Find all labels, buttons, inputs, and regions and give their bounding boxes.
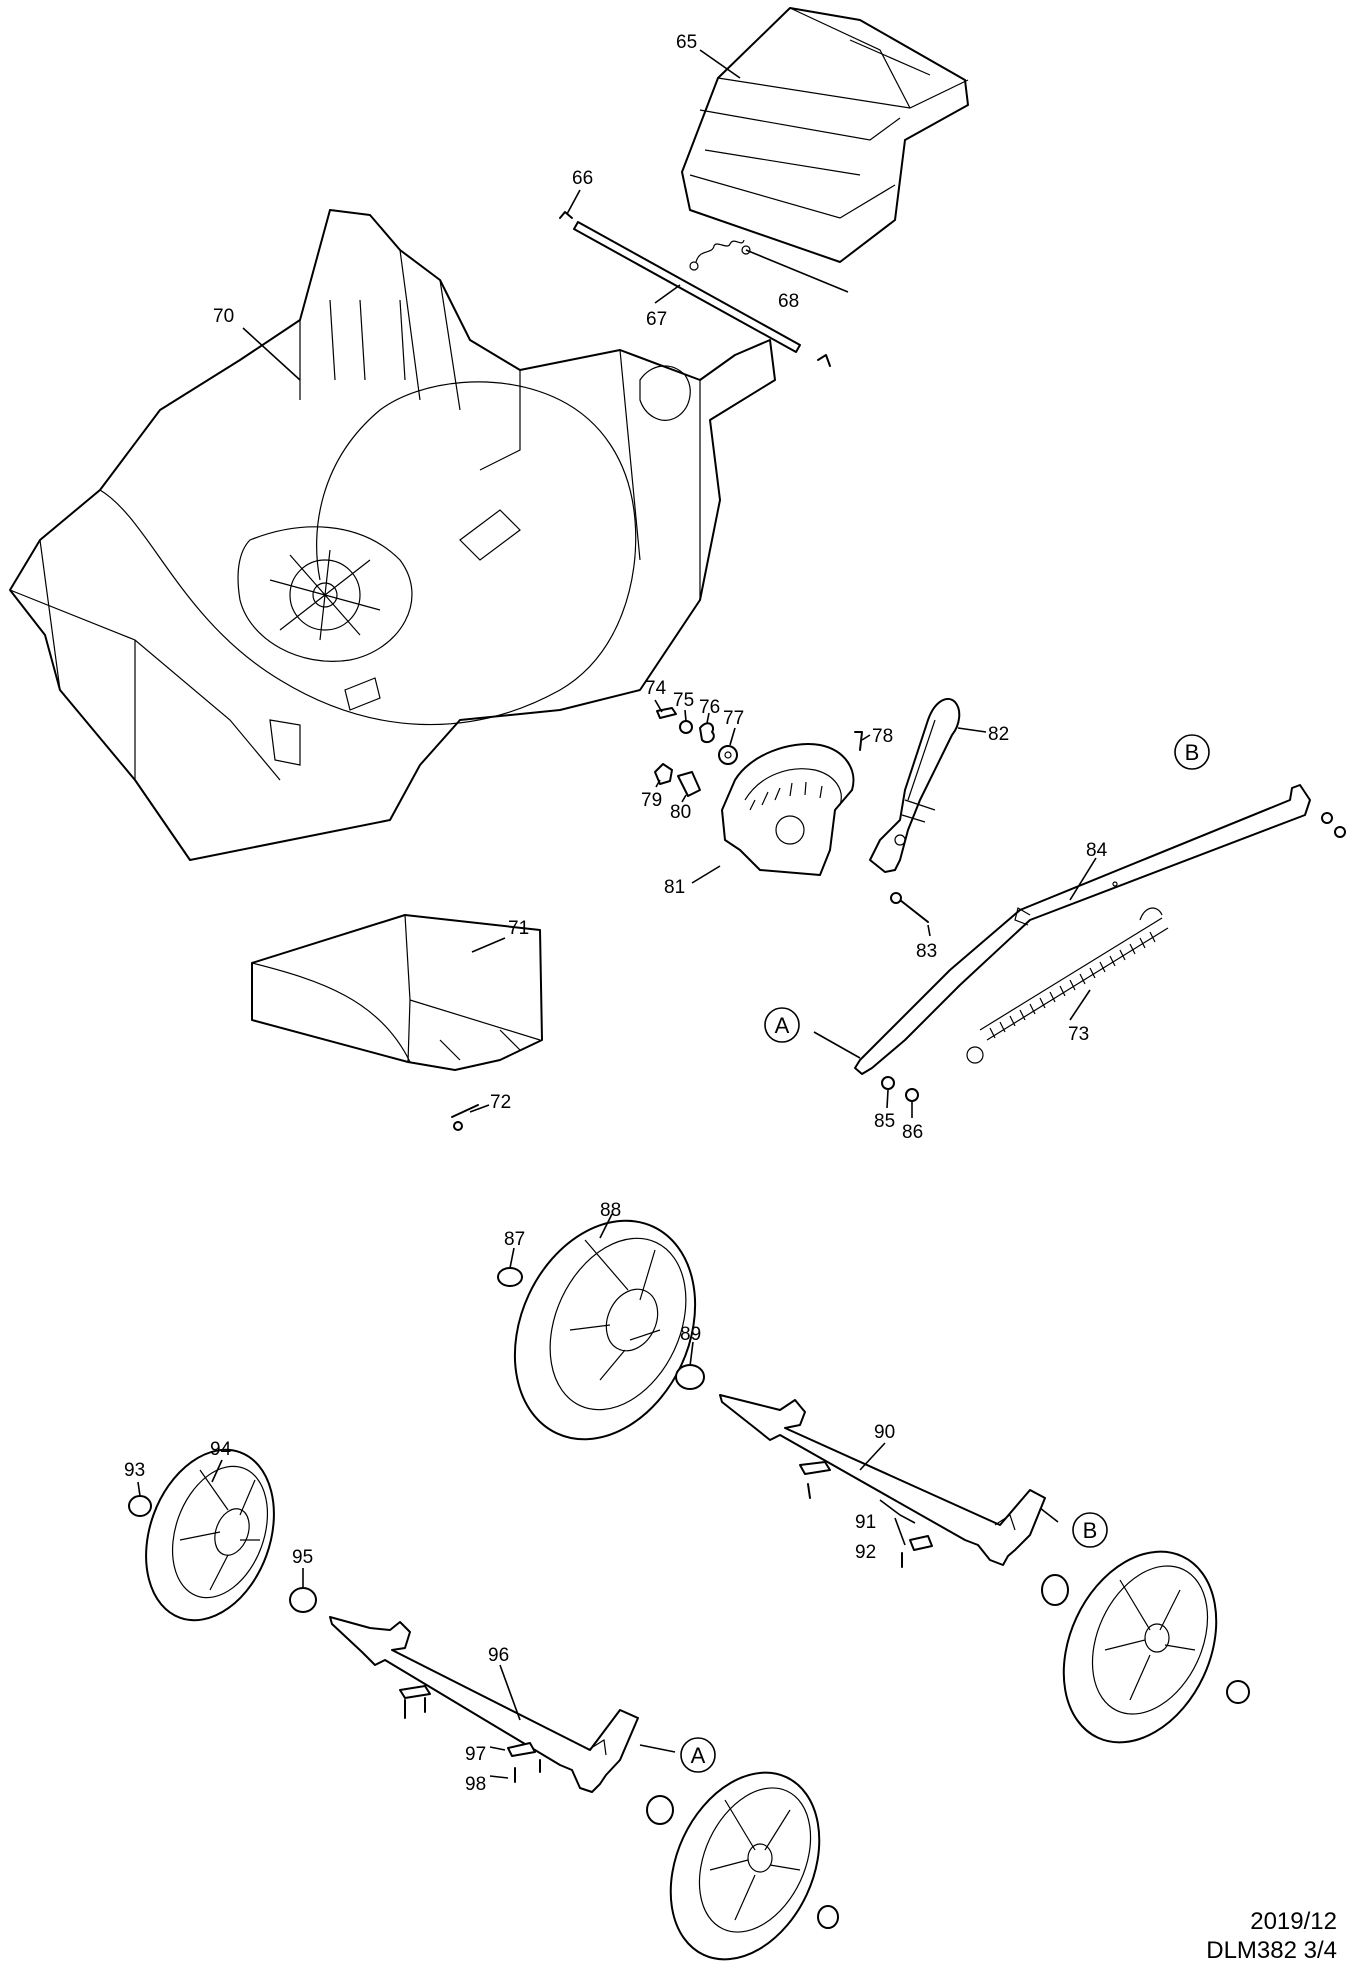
hinge-rod-drawing <box>559 211 831 367</box>
screw-72-drawing <box>451 1104 479 1131</box>
part-label: 76 <box>699 697 720 718</box>
part-label: 86 <box>902 1122 923 1143</box>
model-page-number: DLM382 3/4 <box>1206 1937 1337 1964</box>
part-label: 97 <box>465 1744 486 1765</box>
part-label: 83 <box>916 941 937 962</box>
part-label: 91 <box>855 1512 876 1533</box>
ref-a-letter: A <box>691 1743 706 1768</box>
part-label: 68 <box>778 291 799 312</box>
ref-a-circle <box>680 1737 716 1773</box>
spring-73-drawing <box>966 907 1169 1064</box>
part-label: 92 <box>855 1542 876 1563</box>
part-label: 71 <box>508 918 529 939</box>
part-label: 70 <box>213 306 234 327</box>
ref-b-letter: B <box>1083 1518 1098 1543</box>
grass-box-lid-drawing <box>681 7 969 263</box>
part-label: 79 <box>641 790 662 811</box>
part-label: 74 <box>645 678 667 699</box>
part-label: 73 <box>1068 1024 1089 1045</box>
part-label: 84 <box>1086 840 1108 861</box>
ref-a-circle <box>764 1007 800 1043</box>
part-label: 90 <box>874 1422 895 1443</box>
chute-drawing <box>251 914 543 1071</box>
link-rod-84-drawing <box>854 784 1346 1102</box>
part-labels: 65 66 67 68 70 71 72 73 74 75 76 77 78 7… <box>124 32 1108 1795</box>
part-label: 66 <box>572 168 593 189</box>
part-label: 78 <box>872 726 893 747</box>
part-label: 80 <box>670 802 691 823</box>
part-label: 77 <box>723 708 744 729</box>
part-label: 85 <box>874 1111 895 1132</box>
part-label: 65 <box>676 32 697 53</box>
part-label: 81 <box>664 877 685 898</box>
part-label: 93 <box>124 1460 145 1481</box>
part-label: 82 <box>988 724 1009 745</box>
height-adjuster-drawing <box>654 707 863 876</box>
part-label: 67 <box>646 309 667 330</box>
ref-b-letter: B <box>1185 740 1200 765</box>
ref-b-circle <box>1072 1512 1108 1548</box>
part-label: 72 <box>490 1092 511 1113</box>
rear-wheel-axle-drawing <box>497 1219 1250 1744</box>
front-wheel-axle-drawing <box>128 1448 839 1961</box>
ref-b-circle <box>1174 734 1210 770</box>
part-label: 89 <box>680 1324 701 1345</box>
part-label: 94 <box>210 1439 232 1460</box>
height-lever-drawing <box>869 698 961 923</box>
ref-a-letter: A <box>775 1013 790 1038</box>
revision-date: 2019/12 <box>1250 1908 1337 1935</box>
leader-lines <box>137 49 1097 1779</box>
part-label: 96 <box>488 1645 509 1666</box>
reference-markers: B A B A <box>680 734 1210 1773</box>
part-label: 75 <box>673 690 694 711</box>
part-label: 87 <box>504 1229 525 1250</box>
part-label: 95 <box>292 1547 313 1568</box>
part-label: 88 <box>600 1200 621 1221</box>
part-label: 98 <box>465 1774 486 1795</box>
mower-deck-drawing <box>9 209 776 861</box>
